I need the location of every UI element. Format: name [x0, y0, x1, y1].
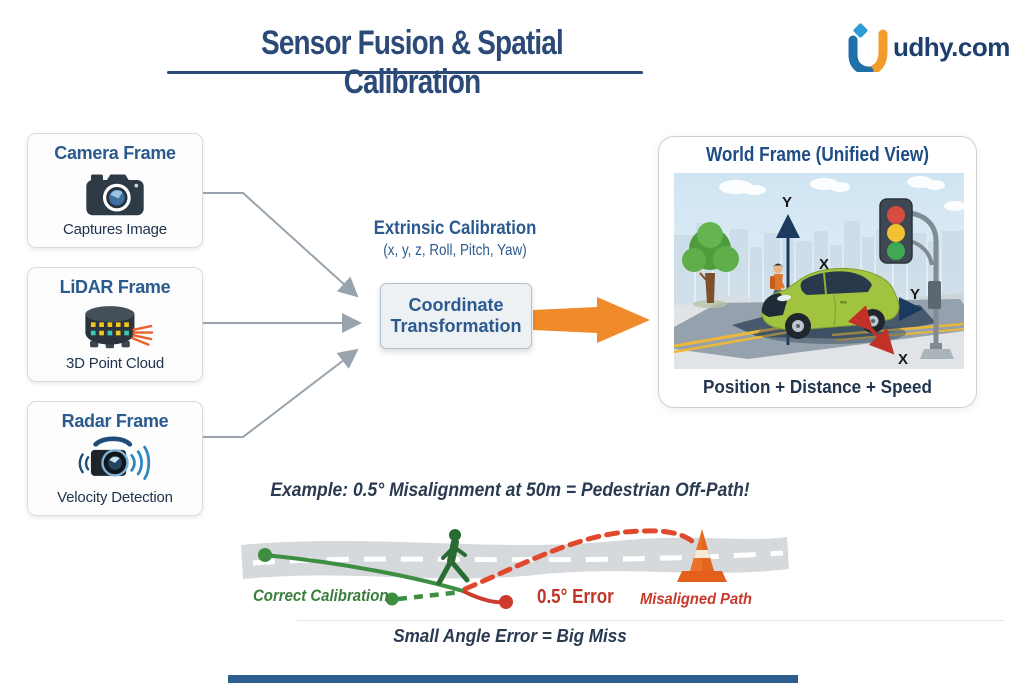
radar-card-title: Radar Frame	[61, 411, 169, 431]
camera-icon	[86, 173, 144, 215]
misalignment-diagram	[241, 528, 789, 609]
radar-right-waves	[130, 445, 151, 480]
lidar-card-title: LiDAR Frame	[59, 277, 171, 297]
coordinate-transformation-box: Coordinate Transformation	[380, 283, 532, 349]
world-frame-caption: Position + Distance + Speed	[702, 377, 933, 397]
radar-icon	[78, 435, 151, 480]
brand-name: udhy.com	[893, 31, 1010, 62]
section-divider	[297, 620, 1004, 621]
brand-logo: udhy.com	[843, 22, 1019, 72]
traffic-light	[879, 198, 954, 359]
camera-frame-card: Camera Frame Captures Image	[27, 133, 203, 248]
lidar-card-caption: 3D Point Cloud	[65, 355, 165, 372]
correct-path-line	[258, 548, 464, 606]
traffic-cone-icon	[677, 529, 727, 582]
correct-calibration-label: Correct Calibration	[253, 586, 389, 605]
y-axis-label-vertical: Y	[782, 194, 792, 211]
radar-connector-line	[203, 348, 359, 438]
camera-card-caption: Captures Image	[63, 221, 167, 238]
world-frame-title-sub: (Unified View)	[815, 144, 930, 166]
lidar-laser-rays	[131, 324, 154, 346]
x-axis-label-diagonal: X	[898, 351, 908, 368]
footer-accent-bar	[228, 675, 798, 683]
lidar-icon	[85, 305, 154, 348]
error-path-line	[462, 589, 513, 609]
world-frame-title-main: World Frame	[705, 144, 811, 166]
walking-pedestrian-icon	[436, 529, 470, 586]
lidar-sensor-dots	[90, 321, 129, 335]
takeaway-text: Small Angle Error = Big Miss	[393, 626, 627, 646]
coord-box-line1: Coordinate	[408, 295, 504, 316]
error-label: 0.5° Error	[537, 586, 614, 608]
tree	[682, 222, 739, 308]
orange-flow-arrow	[533, 297, 650, 343]
clouds	[719, 176, 964, 211]
world-frame-panel: World Frame (Unified View)	[658, 136, 977, 408]
extrinsic-calibration-heading: Extrinsic Calibration	[373, 218, 537, 239]
example-heading: Example: 0.5° Misalignment at 50m = Pede…	[270, 480, 750, 501]
coord-box-line2: Transformation	[390, 316, 522, 336]
red-x-measure-arrow	[847, 305, 895, 355]
radar-left-waves	[78, 452, 90, 473]
misaligned-path-label: Misaligned Path	[640, 591, 753, 608]
calibration-parameters: (x, y, z, Roll, Pitch, Yaw)	[383, 242, 527, 259]
title-underline	[167, 71, 643, 74]
y-axis-label-horizontal: Y	[910, 286, 920, 303]
radar-frame-card: Radar Frame Velocity Detection	[27, 401, 203, 516]
lidar-frame-card: LiDAR Frame	[27, 267, 203, 382]
x-axis-label-center: X	[819, 256, 829, 273]
radar-card-caption: Velocity Detection	[57, 489, 173, 506]
world-frame-title: World Frame (Unified View)	[681, 144, 954, 167]
misaligned-path-line	[462, 528, 696, 592]
udhy-logo-icon	[848, 23, 888, 72]
page-title: Sensor Fusion & Spatial Calibration	[261, 24, 564, 101]
camera-card-title: Camera Frame	[54, 143, 176, 163]
street-scene: Y X	[674, 173, 964, 369]
camera-connector-line	[203, 192, 359, 298]
